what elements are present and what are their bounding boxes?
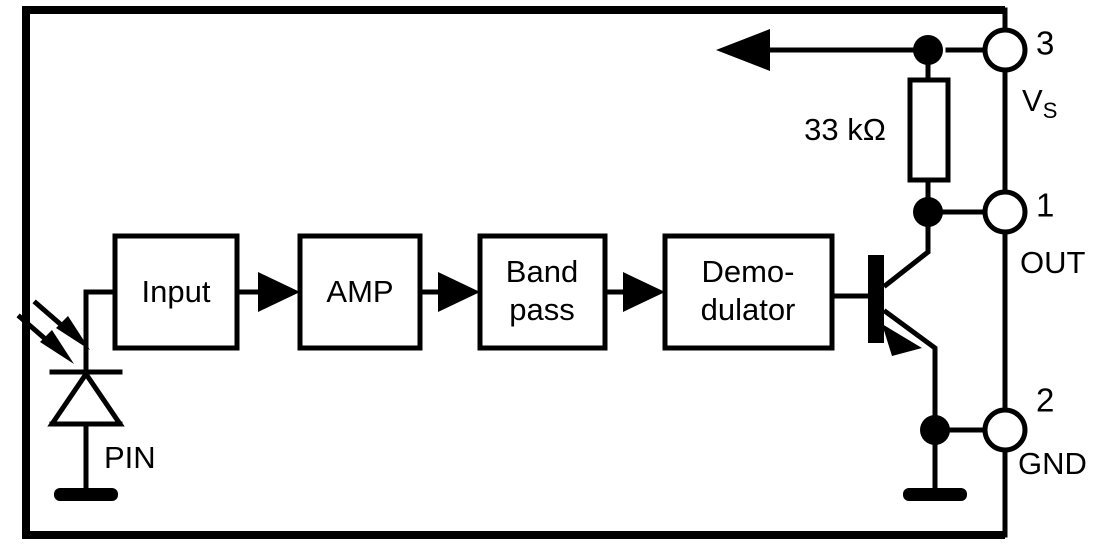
pin1-name-label: OUT <box>1020 245 1086 280</box>
ground-left-bar-icon <box>54 488 118 501</box>
block-demodulator-label-line2: dulator <box>701 292 796 327</box>
block-bandpass-label-line1: Band <box>506 254 578 289</box>
transistor-emitter-wire <box>882 308 938 433</box>
transistor-collector-wire <box>882 209 931 289</box>
pin2-terminal-circle[interactable] <box>982 407 1028 453</box>
ground-right-bar-icon <box>903 488 967 501</box>
pin2-number-label: 2 <box>1036 382 1054 419</box>
pin3-terminal-circle[interactable] <box>982 27 1028 73</box>
arrow-input-amp-head-icon <box>258 272 300 312</box>
photodiode-pin-label: PIN <box>104 440 156 475</box>
module-frame-outline <box>22 6 1005 539</box>
block-input[interactable] <box>112 233 240 351</box>
pin2-name-label: GND <box>1018 446 1087 481</box>
block-bandpass-label-line2: pass <box>509 292 574 327</box>
transistor-emitter-arrow-icon <box>882 324 922 356</box>
pin3-name-label: VS <box>1022 83 1057 123</box>
block-amp-label: AMP <box>326 274 393 309</box>
arrow-amp-bandpass-head-icon <box>438 272 480 312</box>
resistor-33k-body <box>907 77 951 183</box>
block-input-label: Input <box>142 274 211 309</box>
supply-arrow-head-icon <box>716 29 770 71</box>
block-demodulator-label-line1: Demo- <box>701 254 794 289</box>
pin1-number-label: 1 <box>1036 187 1054 224</box>
arrow-bandpass-demod-head-icon <box>623 272 665 312</box>
resistor-value-label: 33 kΩ <box>804 112 886 147</box>
block-demodulator[interactable] <box>662 233 835 351</box>
incident-light-arrows-icon <box>16 299 90 364</box>
pin3-number-label: 3 <box>1036 25 1054 62</box>
pin1-terminal-circle[interactable] <box>982 189 1028 235</box>
transistor-base-bar <box>868 255 884 343</box>
photodiode-triangle-icon <box>47 369 125 427</box>
